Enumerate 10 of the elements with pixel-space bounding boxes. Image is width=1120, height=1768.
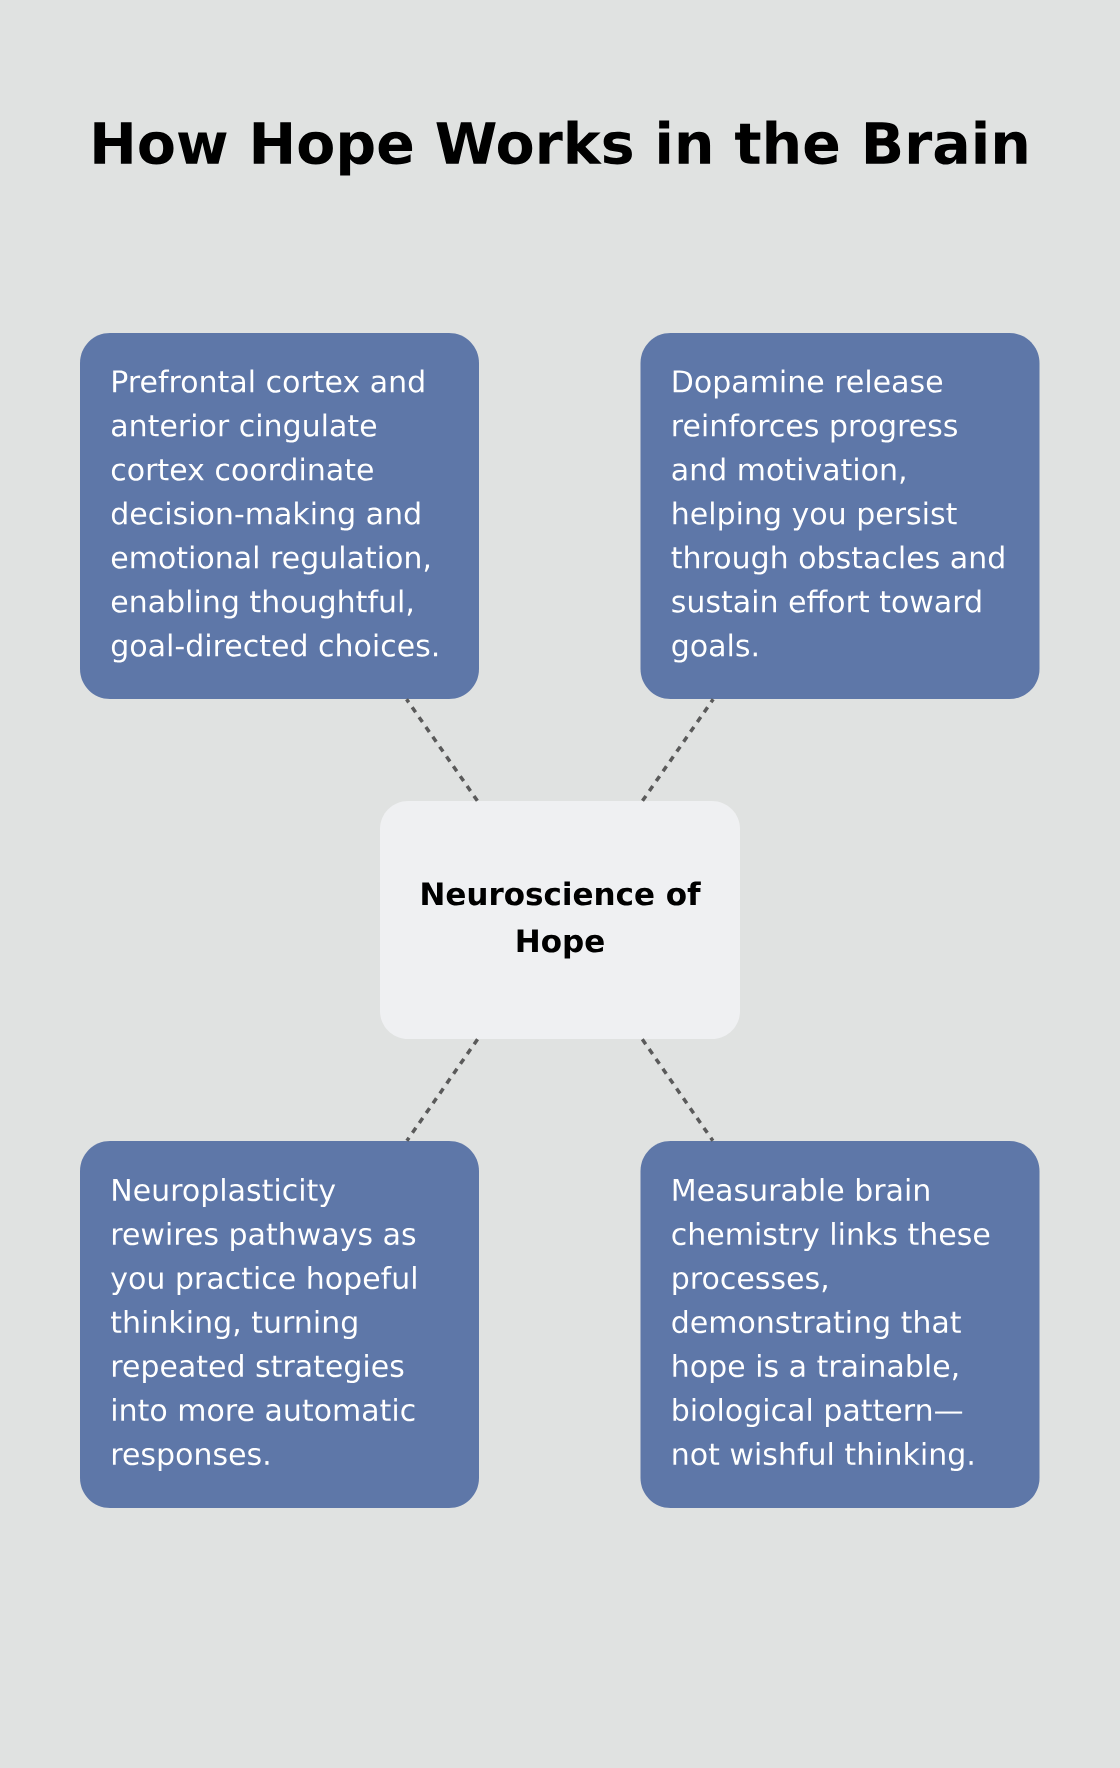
text-box: Prefrontal cortex and anterior cingulate cortex coordinate decision-making and emotional regulation, enabling thoughtful, goal-directed choices. xyxy=(80,333,479,699)
central-box: Neuroscience of Hope xyxy=(380,801,740,1039)
text-box: Measurable brain chemistry links these processes, demonstrating that hope is a trainable, biological pattern—not wishful thinking. xyxy=(640,1141,1040,1508)
dotted-line xyxy=(405,698,479,802)
dotted-line xyxy=(641,698,715,802)
title: How Hope Works in the Brain xyxy=(94,120,1027,176)
dotted-line xyxy=(640,1038,715,1142)
dotted-line xyxy=(405,1038,479,1142)
text-box: Dopamine release reinforces progress and motivation, helping you persist through obstacles and sustain effort toward goals. xyxy=(640,333,1040,699)
text-box: Neuroplasticity rewires pathways as you practice hopeful thinking, turning repeated strategies into more automatic responses. xyxy=(80,1141,479,1508)
